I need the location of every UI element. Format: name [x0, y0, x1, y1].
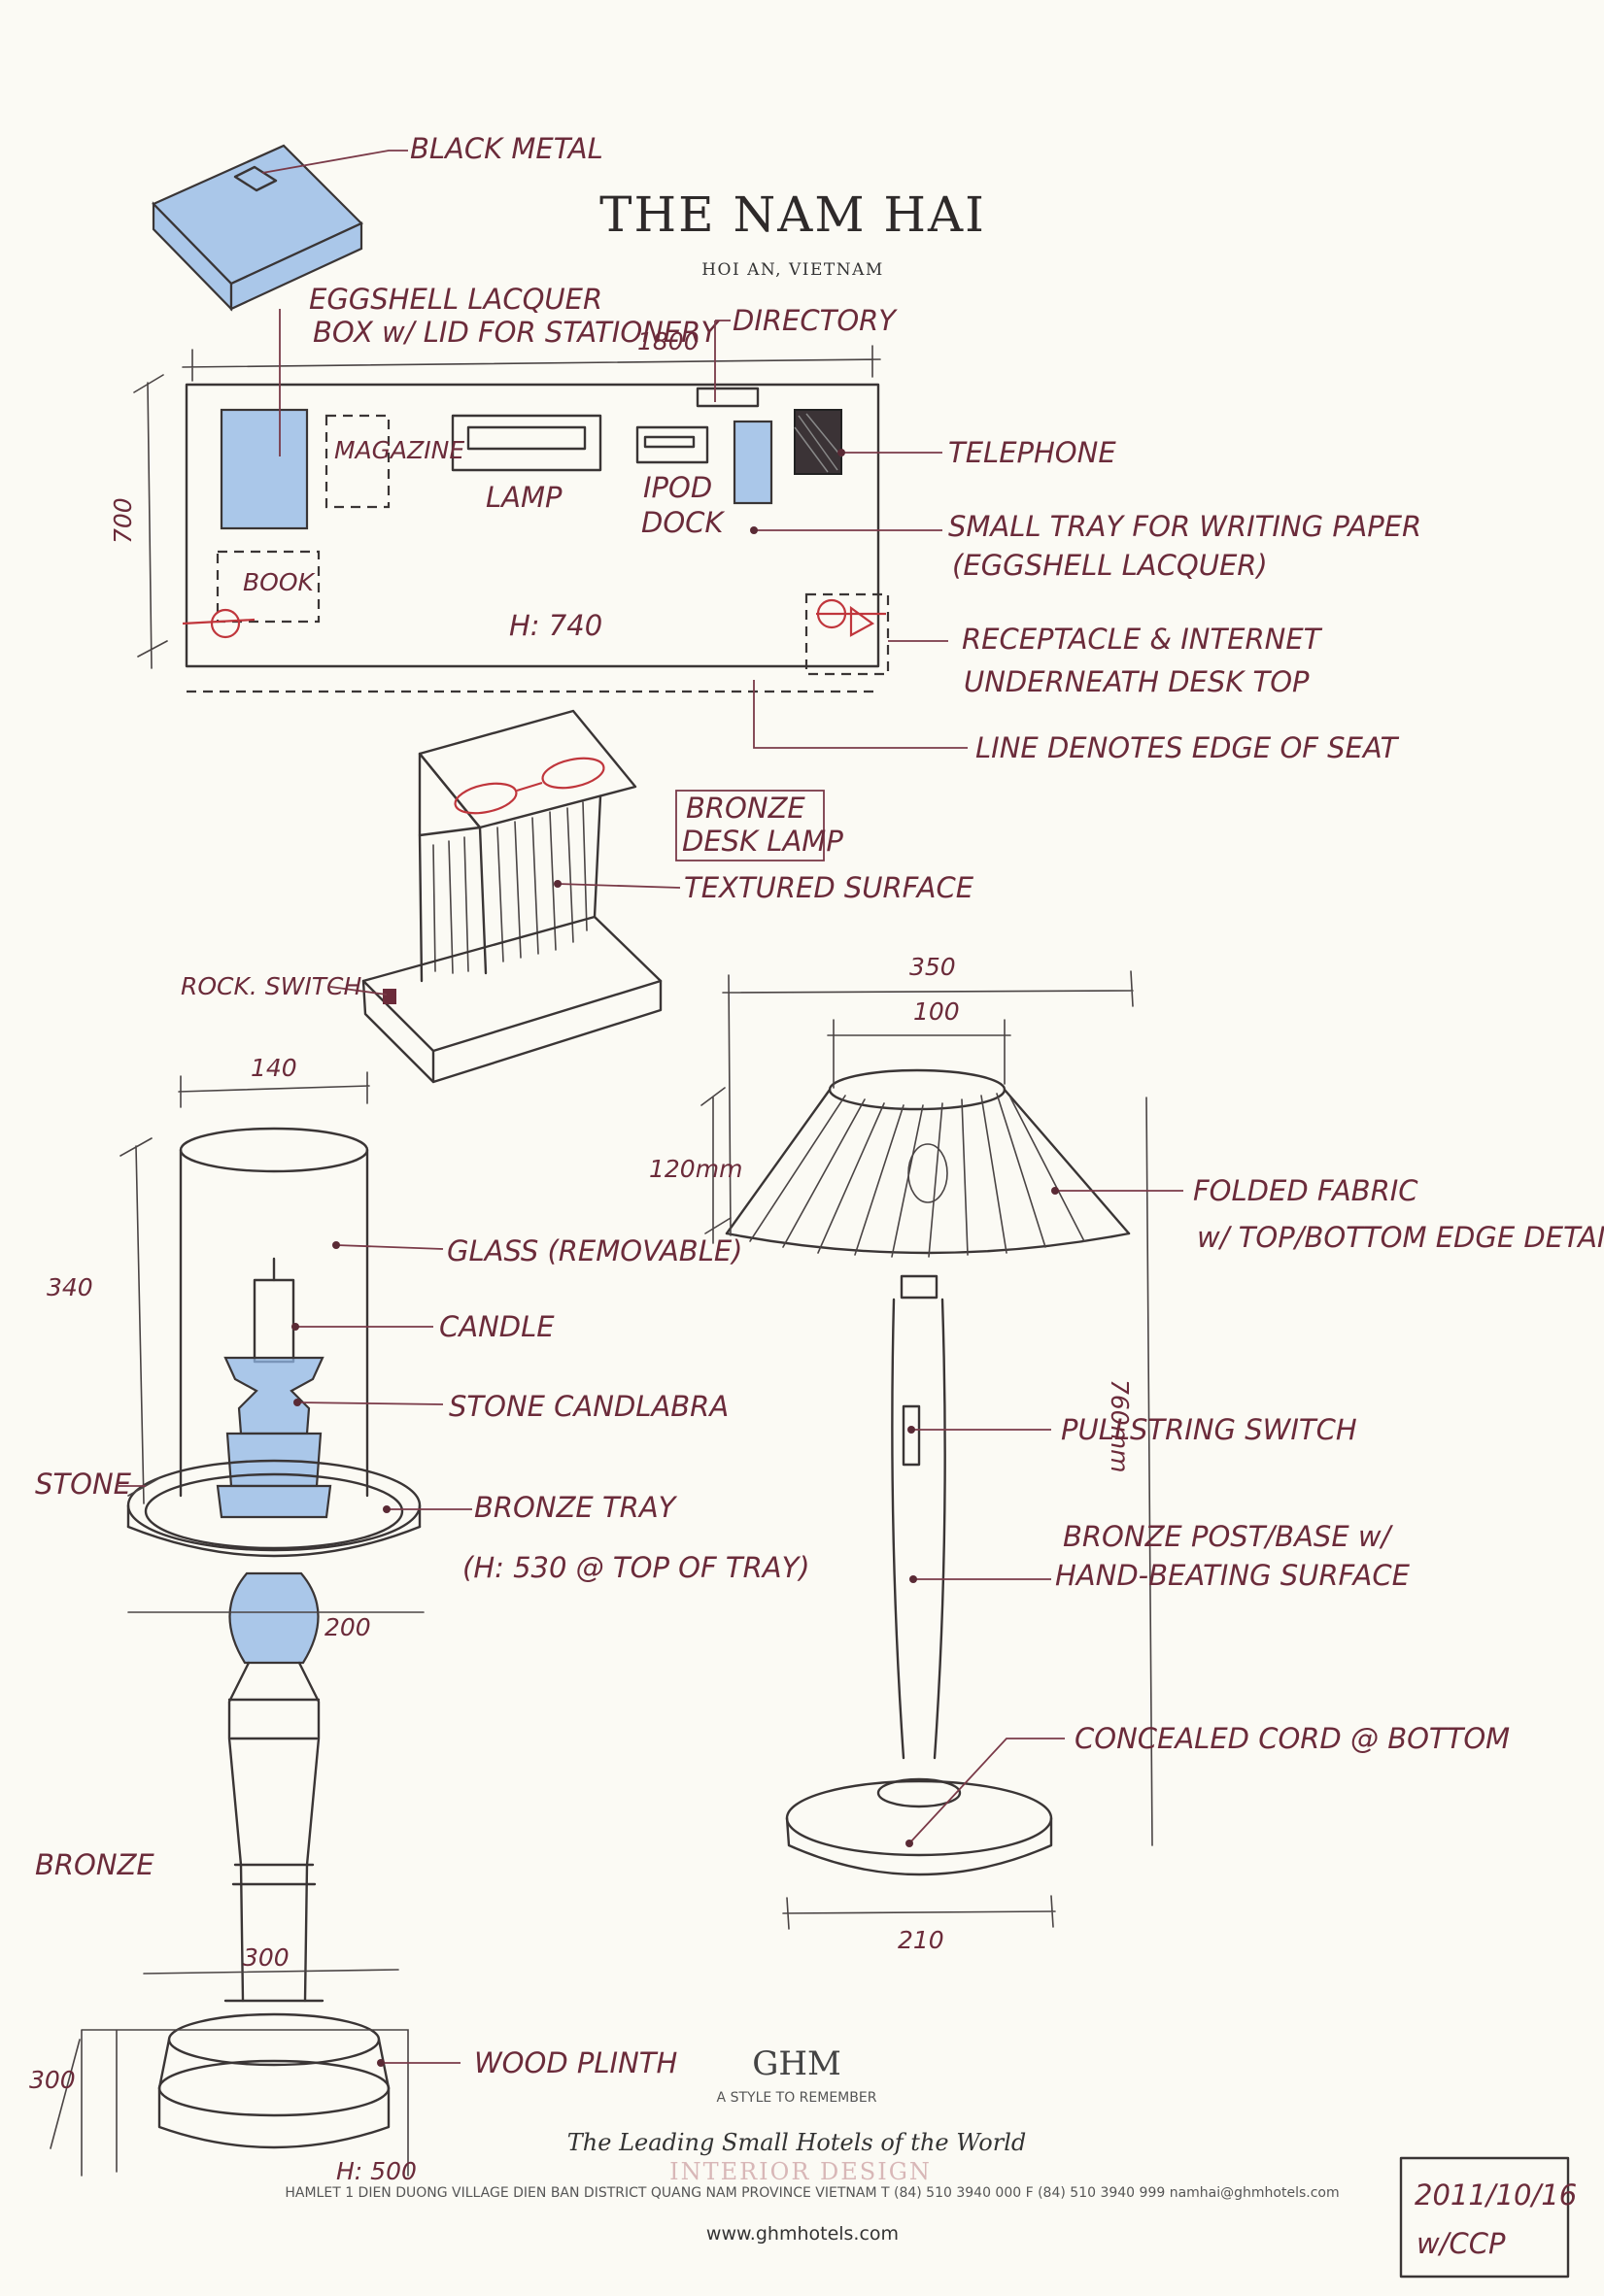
- hotel-subtitle: HOI AN, VIETNAM: [701, 260, 884, 280]
- ghm-logo: GHM: [752, 2044, 841, 2083]
- rock-switch-label: ROCK. SWITCH: [181, 972, 361, 1000]
- candle-height-dim: 340: [47, 1273, 93, 1301]
- candle-stand-height: H: 500: [336, 2157, 417, 2185]
- wood-plinth-label: WOOD PLINTH: [474, 2046, 677, 2079]
- candle-stand-sketch: [50, 1071, 425, 2177]
- cord-label: CONCEALED CORD @ BOTTOM: [1075, 1722, 1510, 1755]
- bronze-tray-label-2: (H: 530 @ TOP OF TRAY): [462, 1551, 810, 1584]
- desk-lamp-sketch: [361, 709, 663, 1084]
- pullstring-label: PULLSTRING SWITCH: [1061, 1413, 1357, 1446]
- magazine-label: MAGAZINE: [334, 436, 464, 464]
- base-width-dim: 300: [243, 1943, 290, 1972]
- receptacle-label-1: RECEPTACLE & INTERNET: [962, 623, 1323, 656]
- ipod-dock-label-2: DOCK: [641, 506, 725, 539]
- receptacle-label-2: UNDERNEATH DESK TOP: [964, 665, 1310, 698]
- ipod-dock-label-1: IPOD: [643, 471, 712, 504]
- fabric-label-2: w/ TOP/BOTTOM EDGE DETAIL: [1197, 1221, 1604, 1254]
- bronze-tray-label-1: BRONZE TRAY: [474, 1491, 678, 1524]
- candle-label: CANDLE: [439, 1310, 555, 1343]
- date-stamp: [1399, 2156, 1570, 2279]
- book-label: BOOK: [243, 568, 317, 596]
- glass-label: GLASS (REMOVABLE): [447, 1234, 743, 1267]
- hotel-title: THE NAM HAI: [599, 186, 986, 243]
- post-label-1: BRONZE POST/BASE w/: [1063, 1520, 1394, 1553]
- desk-lamp-label-2: DESK LAMP: [682, 825, 843, 858]
- lamp-width-dim: 350: [909, 953, 956, 981]
- watermark-text: INTERIOR DESIGN: [669, 2158, 932, 2185]
- textured-surface-label: TEXTURED SURFACE: [684, 871, 974, 904]
- desk-lamp-label-1: BRONZE: [686, 792, 805, 825]
- date-stamp-line-2: w/CCP: [1416, 2227, 1506, 2260]
- seat-edge-label: LINE DENOTES EDGE OF SEAT: [975, 731, 1400, 764]
- date-stamp-line-1: 2011/10/16: [1415, 2178, 1577, 2212]
- lacquer-box-note-2: BOX w/ LID FOR STATIONERY: [313, 316, 720, 349]
- lamp-base-dim: 210: [898, 1926, 944, 1954]
- lamp-plan-label: LAMP: [486, 481, 563, 514]
- tray-width-dim: 200: [324, 1613, 371, 1641]
- desk-width-dim: 1800: [637, 327, 700, 355]
- website-link[interactable]: www.ghmhotels.com: [706, 2223, 899, 2245]
- candelabra-label: STONE CANDLABRA: [449, 1390, 729, 1423]
- post-label-2: HAND-BEATING SURFACE: [1055, 1559, 1411, 1592]
- lacquer-box-note-1: EGGSHELL LACQUER: [309, 283, 602, 316]
- black-metal-label: BLACK METAL: [410, 132, 603, 165]
- bronze-label: BRONZE: [35, 1848, 154, 1881]
- plinth-side-dim: 300: [29, 2066, 76, 2094]
- telephone-label: TELEPHONE: [948, 436, 1116, 469]
- lhw-logo: The Leading Small Hotels of the World: [567, 2129, 1026, 2156]
- stationery-box-sketch: [152, 144, 363, 312]
- tray-label-2: (EGGSHELL LACQUER): [952, 549, 1268, 582]
- shade-height-dim: 120mm: [649, 1155, 742, 1183]
- hotel-address: HAMLET 1 DIEN DUONG VILLAGE DIEN BAN DIS…: [285, 2185, 1339, 2201]
- tray-label-1: SMALL TRAY FOR WRITING PAPER: [948, 510, 1421, 543]
- directory-label: DIRECTORY: [733, 304, 898, 337]
- desk-depth-dim: 700: [109, 497, 137, 544]
- desk-plan: [133, 345, 890, 693]
- fabric-label-1: FOLDED FABRIC: [1193, 1174, 1418, 1207]
- floor-lamp-sketch: [700, 970, 1153, 1930]
- lamp-height-dim: 760mm: [1106, 1379, 1134, 1472]
- lamp-top-dim: 100: [913, 997, 960, 1026]
- desk-height-note: H: 740: [509, 609, 602, 642]
- candle-width-dim: 140: [251, 1054, 297, 1082]
- ghm-tagline: A STYLE TO REMEMBER: [717, 2090, 877, 2106]
- stone-label: STONE: [35, 1468, 132, 1501]
